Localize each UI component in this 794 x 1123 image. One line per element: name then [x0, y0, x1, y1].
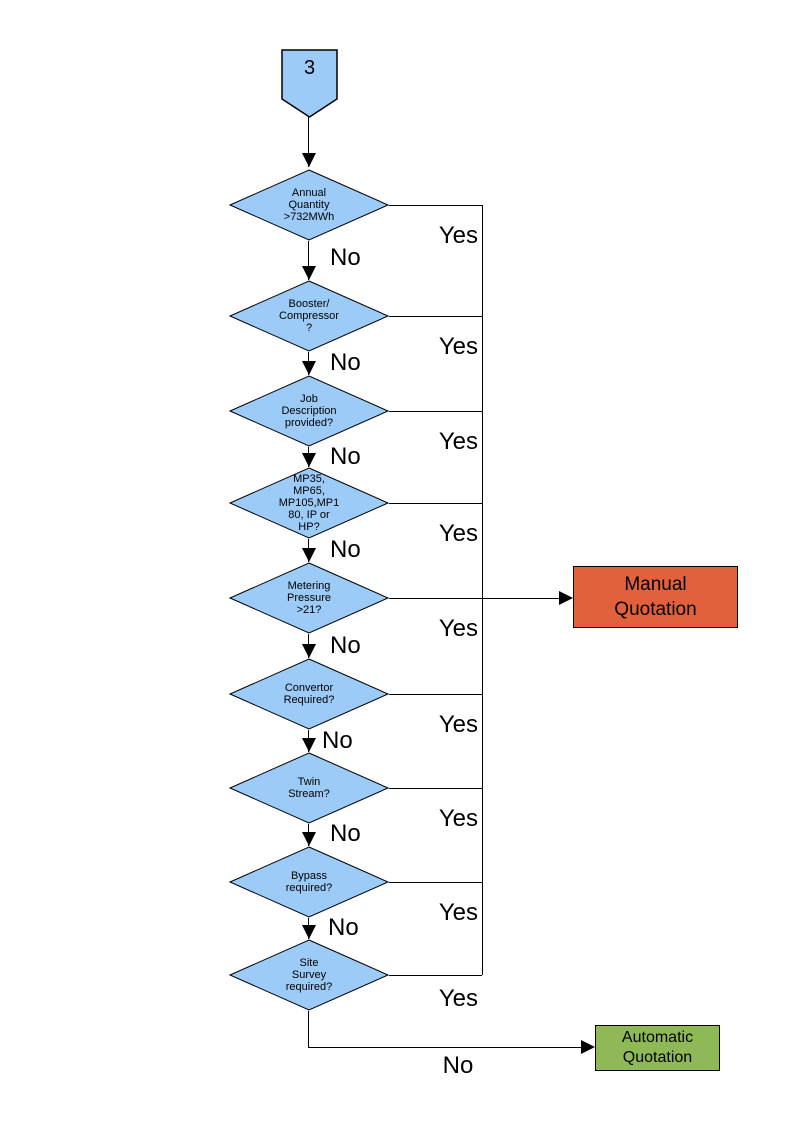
manual-quotation-box: Manual Quotation — [573, 566, 738, 628]
arrow-down — [302, 738, 316, 752]
decision-job-description: Job Description provided? — [229, 375, 389, 447]
no-label: No — [322, 727, 353, 754]
arrow-down — [302, 644, 316, 658]
flow-line — [308, 1011, 309, 1047]
off-page-connector-shape — [281, 49, 338, 118]
flow-line — [308, 117, 309, 167]
diamond-shape — [229, 658, 389, 730]
yes-line — [389, 316, 482, 317]
yes-label: Yes — [438, 333, 478, 360]
no-label: No — [330, 536, 361, 563]
no-label: No — [330, 820, 361, 847]
decision-convertor-required: Convertor Required? — [229, 658, 389, 730]
arrow-down — [302, 266, 316, 280]
arrow-right — [559, 591, 573, 605]
yes-line — [389, 694, 482, 695]
no-label: No — [330, 632, 361, 659]
yes-label: Yes — [438, 711, 478, 738]
arrow-right — [581, 1040, 595, 1054]
decision-booster-compressor: Booster/ Compressor ? — [229, 280, 389, 352]
yes-label: Yes — [438, 222, 478, 249]
no-label: No — [330, 349, 361, 376]
decision-label: Booster/ Compressor ? — [279, 298, 339, 334]
diamond-shape — [229, 169, 389, 241]
off-page-connector: 3 — [281, 49, 338, 118]
diamond-shape — [229, 752, 389, 824]
decision-label: Twin Stream? — [288, 776, 330, 800]
diamond-shape — [229, 846, 389, 918]
yes-label: Yes — [438, 428, 478, 455]
yes-label: Yes — [438, 899, 478, 926]
arrow-down — [302, 361, 316, 375]
yes-trunk-line — [482, 205, 483, 975]
decision-label: Metering Pressure >21? — [286, 580, 332, 616]
yes-line — [389, 975, 482, 976]
yes-line — [389, 205, 482, 206]
arrow-down — [302, 832, 316, 846]
decision-label: Bypass required? — [285, 870, 333, 894]
yes-label: Yes — [438, 615, 478, 642]
yes-label: Yes — [438, 520, 478, 547]
decision-site-survey: Site Survey required? — [229, 939, 389, 1011]
no-label: No — [330, 244, 361, 271]
no-label: No — [330, 443, 361, 470]
decision-twin-stream: Twin Stream? — [229, 752, 389, 824]
flow-line — [483, 598, 559, 599]
diamond-shape — [229, 375, 389, 447]
decision-metering-pressure: Metering Pressure >21? — [229, 562, 389, 634]
decision-label: Site Survey required? — [285, 957, 333, 993]
arrow-down — [302, 453, 316, 467]
decision-bypass-required: Bypass required? — [229, 846, 389, 918]
decision-label: MP35, MP65, MP105,MP1 80, IP or HP? — [278, 473, 340, 533]
flow-line — [308, 1047, 581, 1048]
decision-annual-quantity: Annual Quantity >732MWh — [229, 169, 389, 241]
decision-mp-range: MP35, MP65, MP105,MP1 80, IP or HP? — [229, 467, 389, 539]
no-label: No — [442, 1052, 474, 1079]
yes-label: Yes — [438, 805, 478, 832]
connector-label: 3 — [303, 57, 316, 79]
diamond-shape — [229, 467, 389, 539]
yes-line — [389, 882, 482, 883]
yes-line — [389, 788, 482, 789]
yes-line — [389, 598, 482, 599]
decision-label: Job Description provided? — [281, 393, 337, 429]
diamond-shape — [229, 280, 389, 352]
arrow-down — [302, 153, 316, 167]
arrow-down — [302, 548, 316, 562]
flow-line — [308, 241, 309, 280]
diamond-shape — [229, 939, 389, 1011]
no-label: No — [328, 914, 359, 941]
decision-label: Convertor Required? — [283, 682, 335, 706]
yes-line — [389, 503, 482, 504]
arrow-down — [302, 925, 316, 939]
yes-line — [389, 411, 482, 412]
automatic-quotation-box: Automatic Quotation — [595, 1025, 720, 1071]
diamond-shape — [229, 562, 389, 634]
yes-label: Yes — [438, 985, 478, 1012]
decision-label: Annual Quantity >732MWh — [283, 187, 335, 223]
